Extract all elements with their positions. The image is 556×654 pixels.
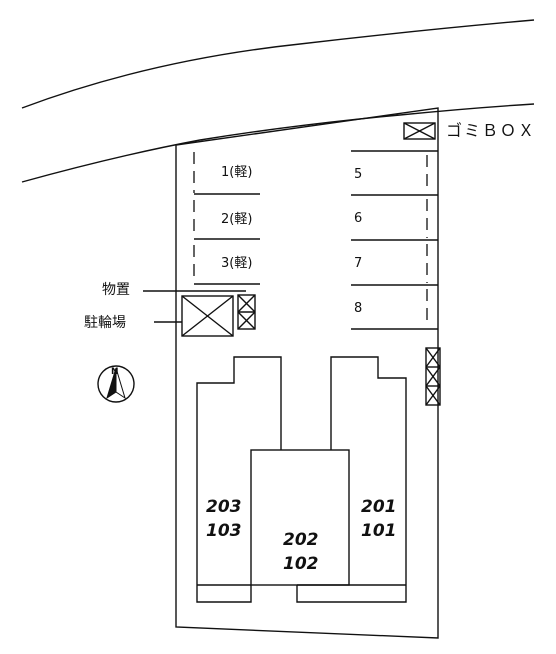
building	[196, 356, 407, 603]
parking-space-5-label: 5	[354, 167, 362, 182]
storage-label: 物置	[102, 282, 130, 298]
unit-201-label: 201	[361, 497, 397, 517]
unit-203-label: 203	[206, 497, 242, 517]
unit-101-label: 101	[361, 521, 397, 541]
parking-right	[351, 150, 438, 330]
road	[21, 19, 535, 183]
garbage-box-label: ゴミＢＯＸ	[446, 121, 536, 140]
parking-space-6-label: 6	[354, 211, 362, 226]
storage-shed	[237, 294, 256, 330]
parking-space-8-label: 8	[354, 301, 362, 316]
property-boundary	[175, 107, 439, 639]
parking-space-2-label: 2(軽)	[221, 212, 252, 227]
compass-letter: N	[111, 367, 119, 377]
compass-icon	[97, 365, 135, 403]
garbage-box	[403, 122, 436, 140]
unit-102-label: 102	[283, 554, 319, 574]
parking-space-7-label: 7	[354, 256, 362, 271]
parking-left	[193, 152, 260, 285]
side-boxes	[425, 347, 441, 406]
bicycle-label: 駐輪場	[84, 314, 126, 331]
parking-space-3-label: 3(軽)	[221, 256, 252, 271]
unit-202-label: 202	[283, 530, 319, 550]
unit-103-label: 103	[206, 521, 242, 541]
bicycle-parking	[181, 295, 234, 337]
parking-space-1-label: 1(軽)	[221, 165, 252, 180]
